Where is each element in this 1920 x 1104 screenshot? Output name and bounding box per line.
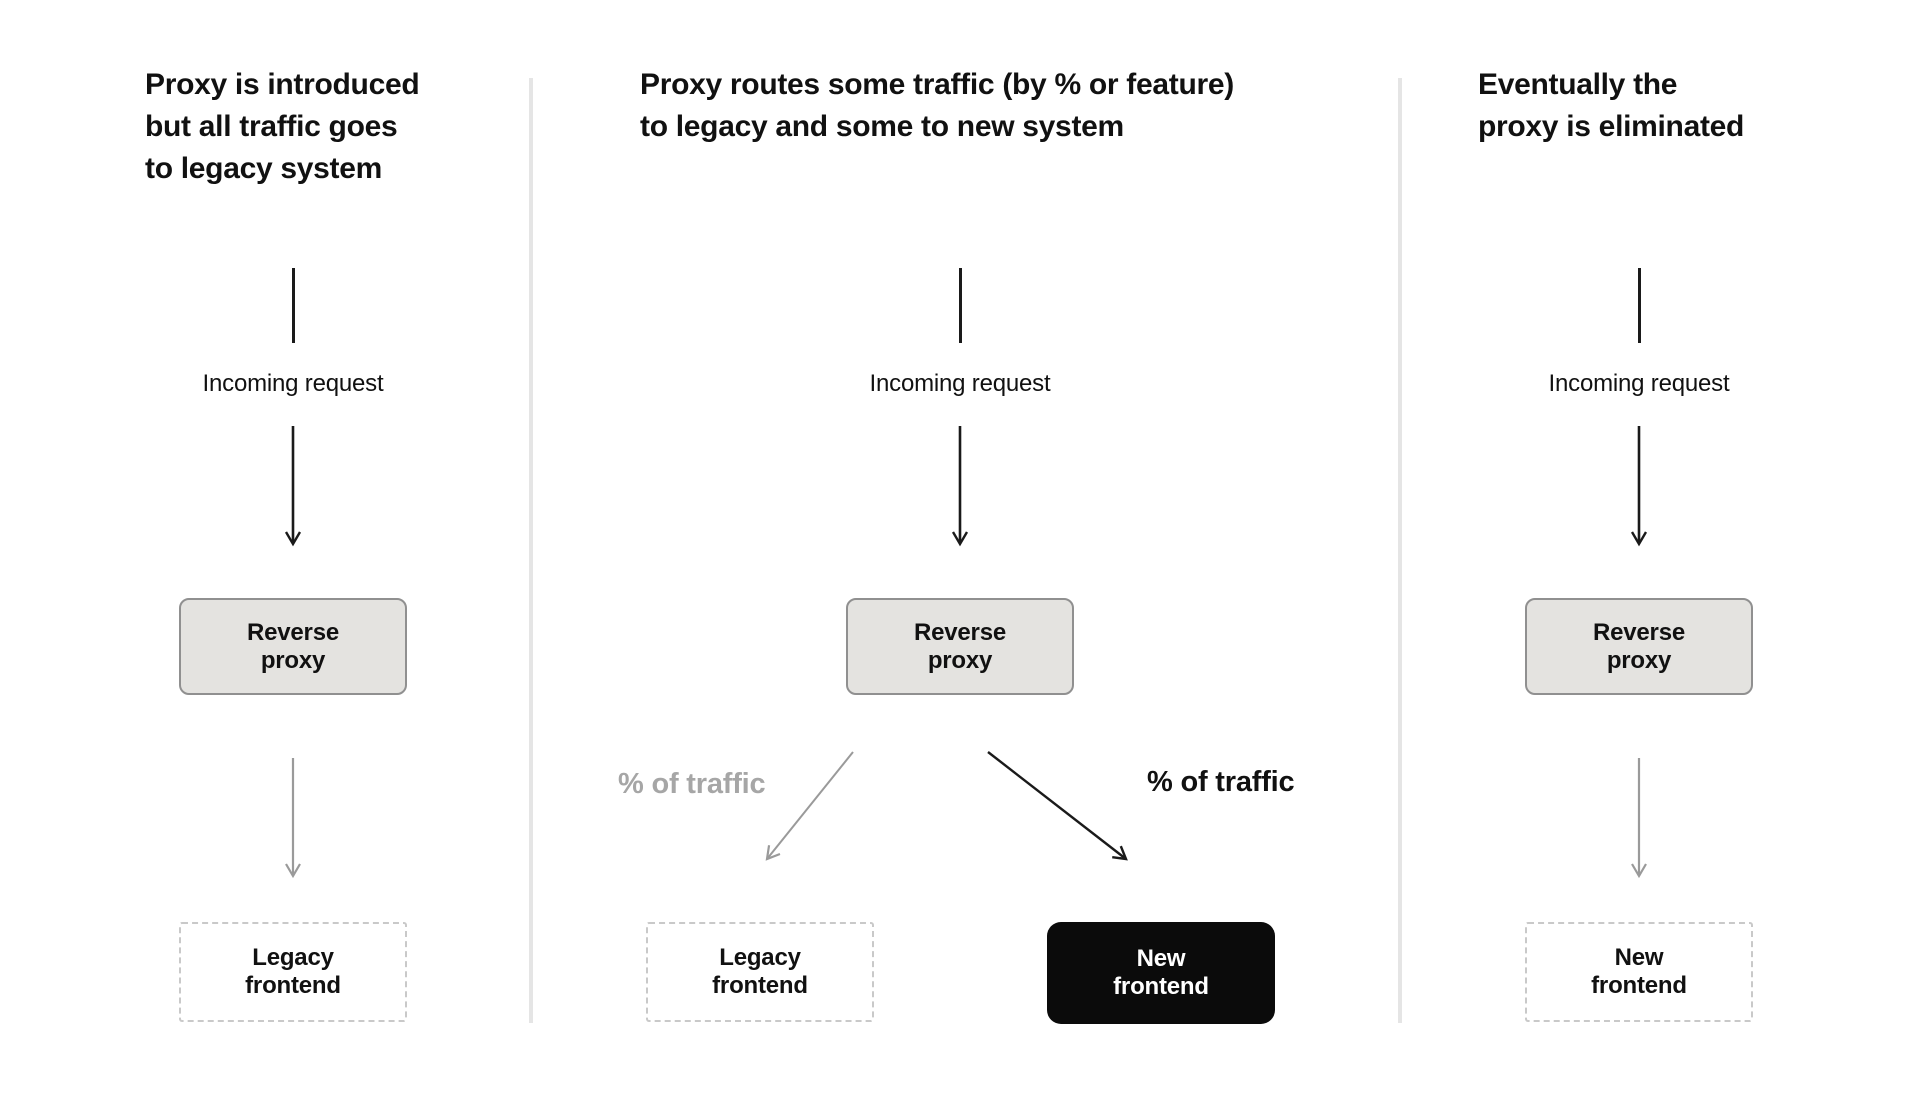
panel-divider-left	[529, 78, 533, 1023]
incoming-stub-line	[1637, 268, 1641, 343]
legacy-frontend-node: Legacy frontend	[179, 922, 407, 1022]
incoming-arrow-icon	[284, 426, 302, 547]
reverse-proxy-node: Reverse proxy	[1525, 598, 1753, 695]
incoming-request-label: Incoming request	[1548, 370, 1730, 397]
incoming-request-label: Incoming request	[869, 370, 1051, 397]
proxy-to-legacy-arrow-icon	[285, 758, 301, 879]
percent-of-traffic-new-label: % of traffic	[1147, 766, 1295, 798]
incoming-arrow-icon	[1630, 426, 1648, 547]
incoming-stub-line	[958, 268, 962, 343]
new-frontend-node: New frontend	[1047, 922, 1275, 1024]
panel-title: Proxy routes some traffic (by % or featu…	[640, 68, 1234, 143]
legacy-frontend-node: Legacy frontend	[646, 922, 874, 1022]
percent-of-traffic-legacy-label: % of traffic	[618, 768, 766, 800]
panel-divider-right	[1398, 78, 1402, 1023]
panel-title: Proxy is introduced but all traffic goes…	[145, 68, 420, 185]
incoming-request-label: Incoming request	[202, 370, 384, 397]
new-frontend-node: New frontend	[1525, 922, 1753, 1022]
panel-phase-2: Proxy routes some traffic (by % or featu…	[530, 0, 1398, 1104]
percent-to-new-arrow-icon	[987, 751, 1128, 861]
reverse-proxy-node: Reverse proxy	[846, 598, 1074, 695]
reverse-proxy-node: Reverse proxy	[179, 598, 407, 695]
panel-phase-1: Proxy is introduced but all traffic goes…	[0, 0, 530, 1104]
panel-phase-3: Eventually the proxy is eliminated Incom…	[1400, 0, 1920, 1104]
proxy-to-new-arrow-icon	[1631, 758, 1647, 879]
percent-to-legacy-arrow-icon	[765, 751, 854, 861]
panel-title: Eventually the proxy is eliminated	[1478, 68, 1745, 143]
incoming-arrow-icon	[951, 426, 969, 547]
incoming-stub-line	[291, 268, 295, 343]
